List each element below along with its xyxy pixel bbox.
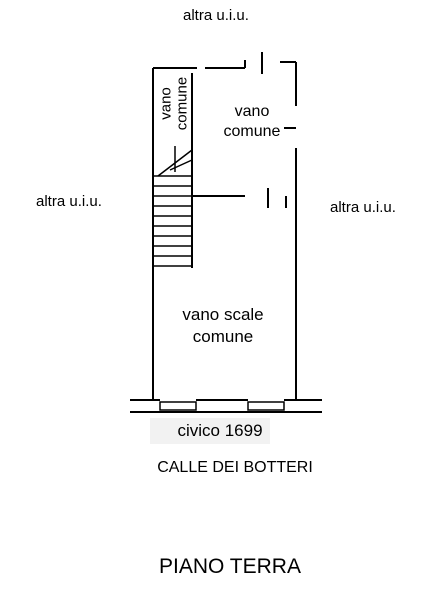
label-civico: civico 1699 [177,421,263,440]
label-vano-vertical-2: comune [173,76,191,131]
staircase [153,146,193,267]
label-vano-comune-1: vano [234,103,270,120]
stair-landing-diagonal [169,159,193,171]
entrance-opening-1 [159,401,197,411]
label-vano-comune-2: comune [223,123,281,140]
entrance-opening-2 [247,401,285,411]
label-top-neighbor: altra u.i.u. [183,7,249,24]
label-vano-scale-1: vano scale [182,305,264,324]
label-left-neighbor: altra u.i.u. [36,193,102,210]
label-vano-vertical-1: vano [157,87,175,120]
label-right-neighbor: altra u.i.u. [330,199,396,216]
label-vano-scale-2: comune [192,327,254,346]
label-street: CALLE DEI BOTTERI [157,459,313,476]
label-floor: PIANO TERRA [159,555,301,578]
address-plate [150,418,270,444]
